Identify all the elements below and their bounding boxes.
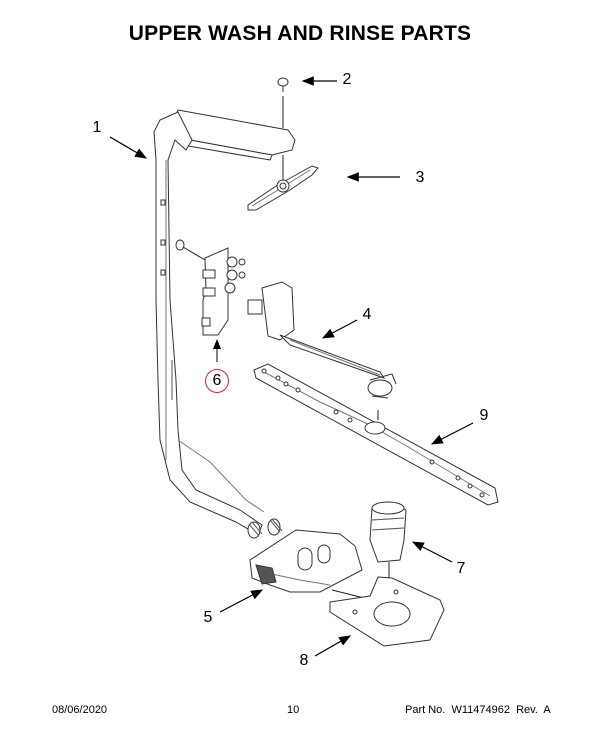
callout-9[interactable]: 9 bbox=[479, 407, 489, 424]
part-5-manifold bbox=[249, 529, 373, 601]
leader-8 bbox=[314, 635, 352, 657]
callout-8[interactable]: 8 bbox=[299, 652, 309, 669]
callout-3[interactable]: 3 bbox=[415, 169, 425, 186]
callout-5[interactable]: 5 bbox=[203, 609, 213, 626]
callout-7[interactable]: 7 bbox=[456, 560, 466, 577]
part-4-diverter bbox=[247, 281, 397, 399]
callout-1[interactable]: 1 bbox=[92, 119, 102, 136]
part-3-spray-arm bbox=[247, 155, 319, 211]
leader-7 bbox=[411, 541, 453, 563]
part-6-valve-bracket bbox=[175, 239, 246, 362]
part-2-cap bbox=[277, 77, 289, 128]
leader-1 bbox=[109, 136, 148, 159]
leader-lines bbox=[109, 76, 474, 657]
callout-6-highlighted[interactable]: 6 bbox=[205, 369, 229, 393]
leader-4 bbox=[321, 319, 358, 339]
part-8-plate bbox=[329, 576, 445, 647]
part-1-supply-tube bbox=[153, 109, 296, 539]
footer-page-number: 10 bbox=[287, 704, 300, 716]
footer-part-info: Part No. W11474962 Rev. A bbox=[405, 704, 551, 716]
page-title: UPPER WASH AND RINSE PARTS bbox=[128, 22, 472, 45]
leader-9 bbox=[430, 422, 474, 445]
callout-4[interactable]: 4 bbox=[362, 306, 372, 323]
footer-date: 08/06/2020 bbox=[52, 704, 108, 716]
leader-5 bbox=[219, 589, 264, 613]
part-9-lower-spray-arm bbox=[253, 363, 499, 506]
callout-2[interactable]: 2 bbox=[342, 71, 352, 88]
part-7-filter bbox=[369, 501, 407, 625]
